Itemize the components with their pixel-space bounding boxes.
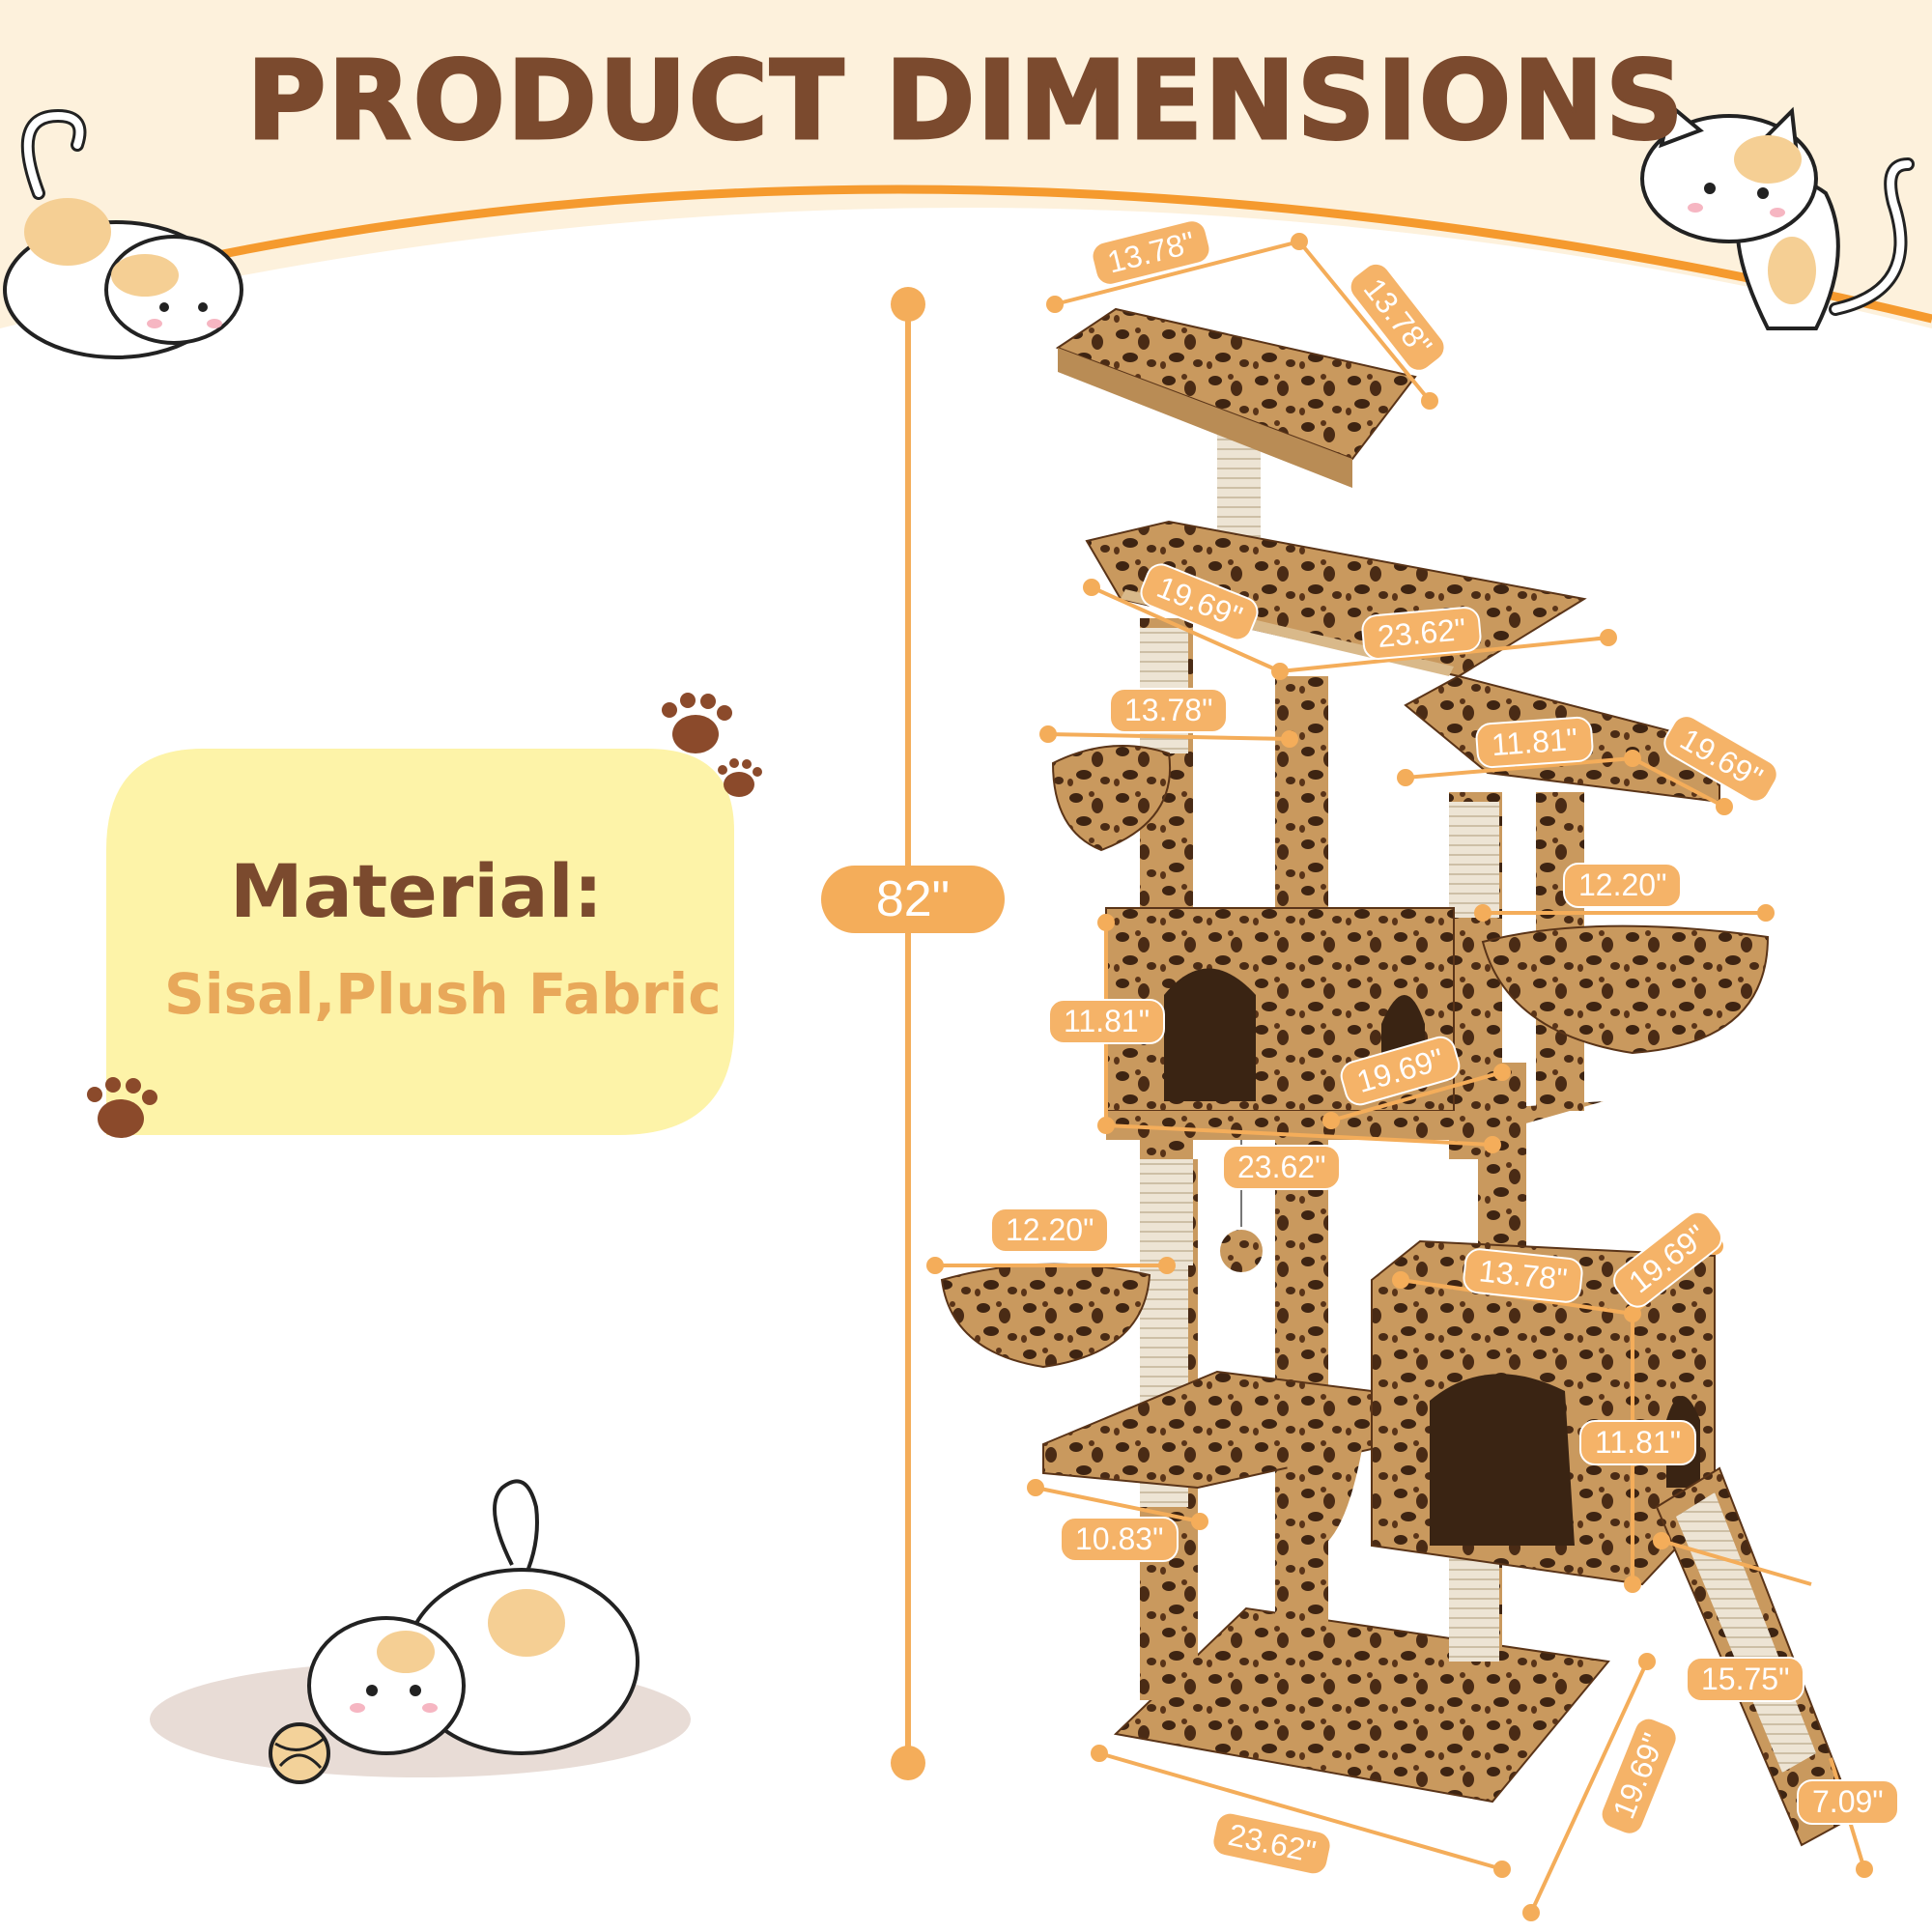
height-dimension-line xyxy=(891,287,925,1780)
material-value: Sisal,Plush Fabric xyxy=(164,961,722,1027)
cat-illustration-top-right xyxy=(1640,102,1915,330)
material-panel xyxy=(106,749,734,1135)
cat-illustration-top-left xyxy=(3,108,243,359)
paw-print-icon xyxy=(662,693,732,753)
header-arc xyxy=(144,185,1932,324)
dimension-label-left-hammock-width: 13.78" xyxy=(1109,688,1229,733)
dimension-label-right-platform-width: 11.81" xyxy=(1474,715,1595,770)
cat-illustration-bottom-left xyxy=(150,1479,691,1784)
paw-print-icon-left xyxy=(87,1077,157,1138)
header-band xyxy=(0,0,1932,328)
material-label: Material: xyxy=(230,848,604,934)
dimension-label-ramp-length: 15.75" xyxy=(1686,1657,1805,1702)
dimension-label-right-basket-diameter: 12.20" xyxy=(1563,863,1683,908)
dimension-guides xyxy=(926,233,1873,1921)
page-title: PRODUCT DIMENSIONS xyxy=(245,38,1686,166)
dimension-label-lower-condo-height: 11.81" xyxy=(1579,1420,1697,1465)
dimension-label-condo-width: 23.62" xyxy=(1222,1145,1342,1190)
dimension-label-low-platform-width: 10.83" xyxy=(1060,1517,1179,1562)
height-dimension-label: 82" xyxy=(821,866,1005,933)
dimension-label-ramp-width: 7.09" xyxy=(1797,1779,1899,1825)
dimension-label-condo-height: 11.81" xyxy=(1048,999,1166,1044)
cat-tree-illustration xyxy=(940,307,1857,1847)
dimension-label-left-basket-diameter: 12.20" xyxy=(990,1208,1110,1253)
paw-print-icon-small xyxy=(718,758,762,797)
